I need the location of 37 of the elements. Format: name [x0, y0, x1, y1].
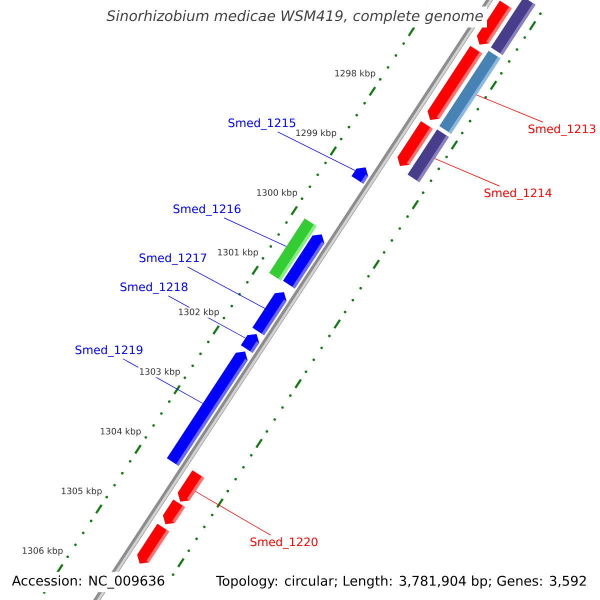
title: Sinorhizobium medicae WSM419, complete genome — [103, 6, 487, 28]
leader-line — [187, 266, 266, 309]
tick-label: 1298 kbp — [333, 68, 377, 80]
leader-line — [277, 132, 356, 171]
leader-line — [476, 94, 544, 122]
footer-text: Topology: circular; Length: 3,781,904 bp; Genes: 3,592 — [212, 572, 591, 592]
leader-line — [195, 491, 271, 536]
gene-label: Smed_1219 — [76, 345, 142, 357]
gene-feature — [252, 292, 286, 336]
gene-feature — [166, 352, 248, 466]
tick-label: 1301 kbp — [216, 248, 260, 258]
gene-label: Smed_1220 — [250, 537, 318, 549]
tick-label: 1305 kbp — [60, 486, 104, 497]
gene-label: Smed_1214 — [484, 188, 552, 200]
tick-label: 1300 kbp — [255, 188, 298, 198]
gene-feature — [490, 0, 536, 55]
tick-label: 1299 kbp — [294, 128, 338, 139]
gene-label: Smed_1213 — [528, 124, 596, 136]
tick-label: 1302 kbp — [177, 308, 220, 318]
footer-text: Accession: NC_009636 — [8, 572, 169, 592]
gene-label: Smed_1217 — [140, 253, 206, 265]
tick-label: 1304 kbp — [99, 426, 142, 438]
gene-feature — [283, 234, 324, 288]
gene-label: Smed_1216 — [174, 204, 240, 216]
gene-feature — [439, 50, 500, 134]
gene-label: Smed_1215 — [228, 118, 296, 130]
leader-line — [224, 218, 287, 247]
gene-feature — [137, 524, 170, 564]
leader-line — [434, 158, 500, 186]
gene-feature — [352, 167, 368, 184]
gene-feature — [162, 500, 185, 524]
gene-label: Smed_1218 — [120, 282, 188, 294]
gene-feature — [178, 470, 204, 502]
gene-feature — [408, 129, 449, 182]
tick-label: 1303 kbp — [138, 367, 182, 378]
gene-feature — [240, 334, 260, 353]
tick-label: 1306 kbp — [20, 546, 64, 556]
